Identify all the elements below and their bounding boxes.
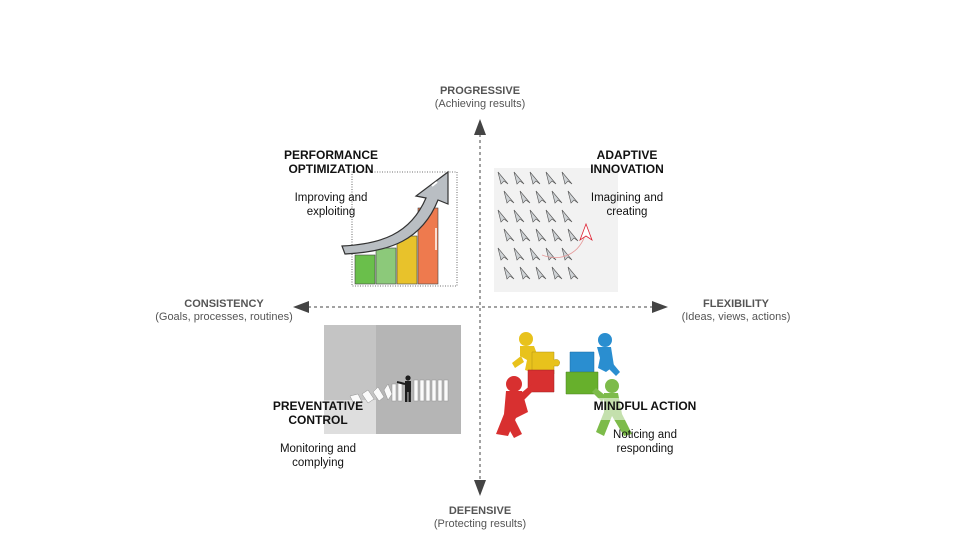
axis-right-subtitle: (Ideas, views, actions): [681, 311, 791, 323]
quadrant-bl-title: PREVENTATIVE CONTROL: [253, 399, 383, 427]
quadrant-tl-title: PERFORMANCE OPTIMIZATION: [266, 148, 396, 176]
quadrant-bl-title-line1: PREVENTATIVE: [272, 399, 364, 413]
arrow-down-icon: [474, 480, 486, 496]
quadrant-br-title: MINDFUL ACTION: [580, 399, 710, 413]
quadrant-tr-desc-line2: creating: [606, 206, 648, 218]
vertical-axis: [474, 119, 486, 496]
quadrant-tl-title-line1: PERFORMANCE: [283, 148, 378, 162]
quadrant-tr-desc-line1: Imagining and: [590, 192, 664, 204]
quadrant-tr-title-line1: ADAPTIVE: [596, 148, 658, 162]
quadrant-bl-desc-line1: Monitoring and: [279, 443, 357, 455]
horizontal-axis: [293, 301, 668, 313]
axis-right-title: FLEXIBILITY: [703, 298, 769, 310]
quadrant-bl-desc: Monitoring and complying: [253, 442, 383, 470]
quadrant-tr-title: ADAPTIVE INNOVATION: [562, 148, 692, 176]
quadrant-bl-title-line2: CONTROL: [288, 413, 348, 427]
quadrant-tr-title-line2: INNOVATION: [590, 162, 664, 176]
arrow-up-icon: [474, 119, 486, 135]
axis-bottom-subtitle: (Protecting results): [433, 518, 527, 530]
axis-bottom-title: DEFENSIVE: [448, 505, 512, 517]
quadrant-br-desc-line1: Noticing and: [613, 429, 677, 441]
quadrant-br-desc-line2: responding: [616, 443, 674, 455]
quadrant-tl-title-line2: OPTIMIZATION: [288, 162, 374, 176]
arrow-left-icon: [293, 301, 309, 313]
axis-left-title: CONSISTENCY: [184, 298, 264, 310]
quadrant-tl-desc: Improving and exploiting: [266, 191, 396, 219]
axis-top-subtitle: (Achieving results): [434, 98, 526, 110]
quadrant-tr-desc: Imagining and creating: [562, 191, 692, 219]
quadrant-bl-desc-line2: complying: [292, 457, 344, 469]
quadrant-tl-desc-line1: Improving and: [294, 192, 368, 204]
axis-top-title: PROGRESSIVE: [439, 85, 521, 97]
quadrant-br-desc: Noticing and responding: [580, 428, 710, 456]
axis-left-subtitle: (Goals, processes, routines): [155, 311, 293, 323]
quadrant-tl-desc-line2: exploiting: [306, 206, 356, 218]
arrow-right-icon: [652, 301, 668, 313]
quadrant-br-title-line1: MINDFUL ACTION: [593, 399, 697, 413]
